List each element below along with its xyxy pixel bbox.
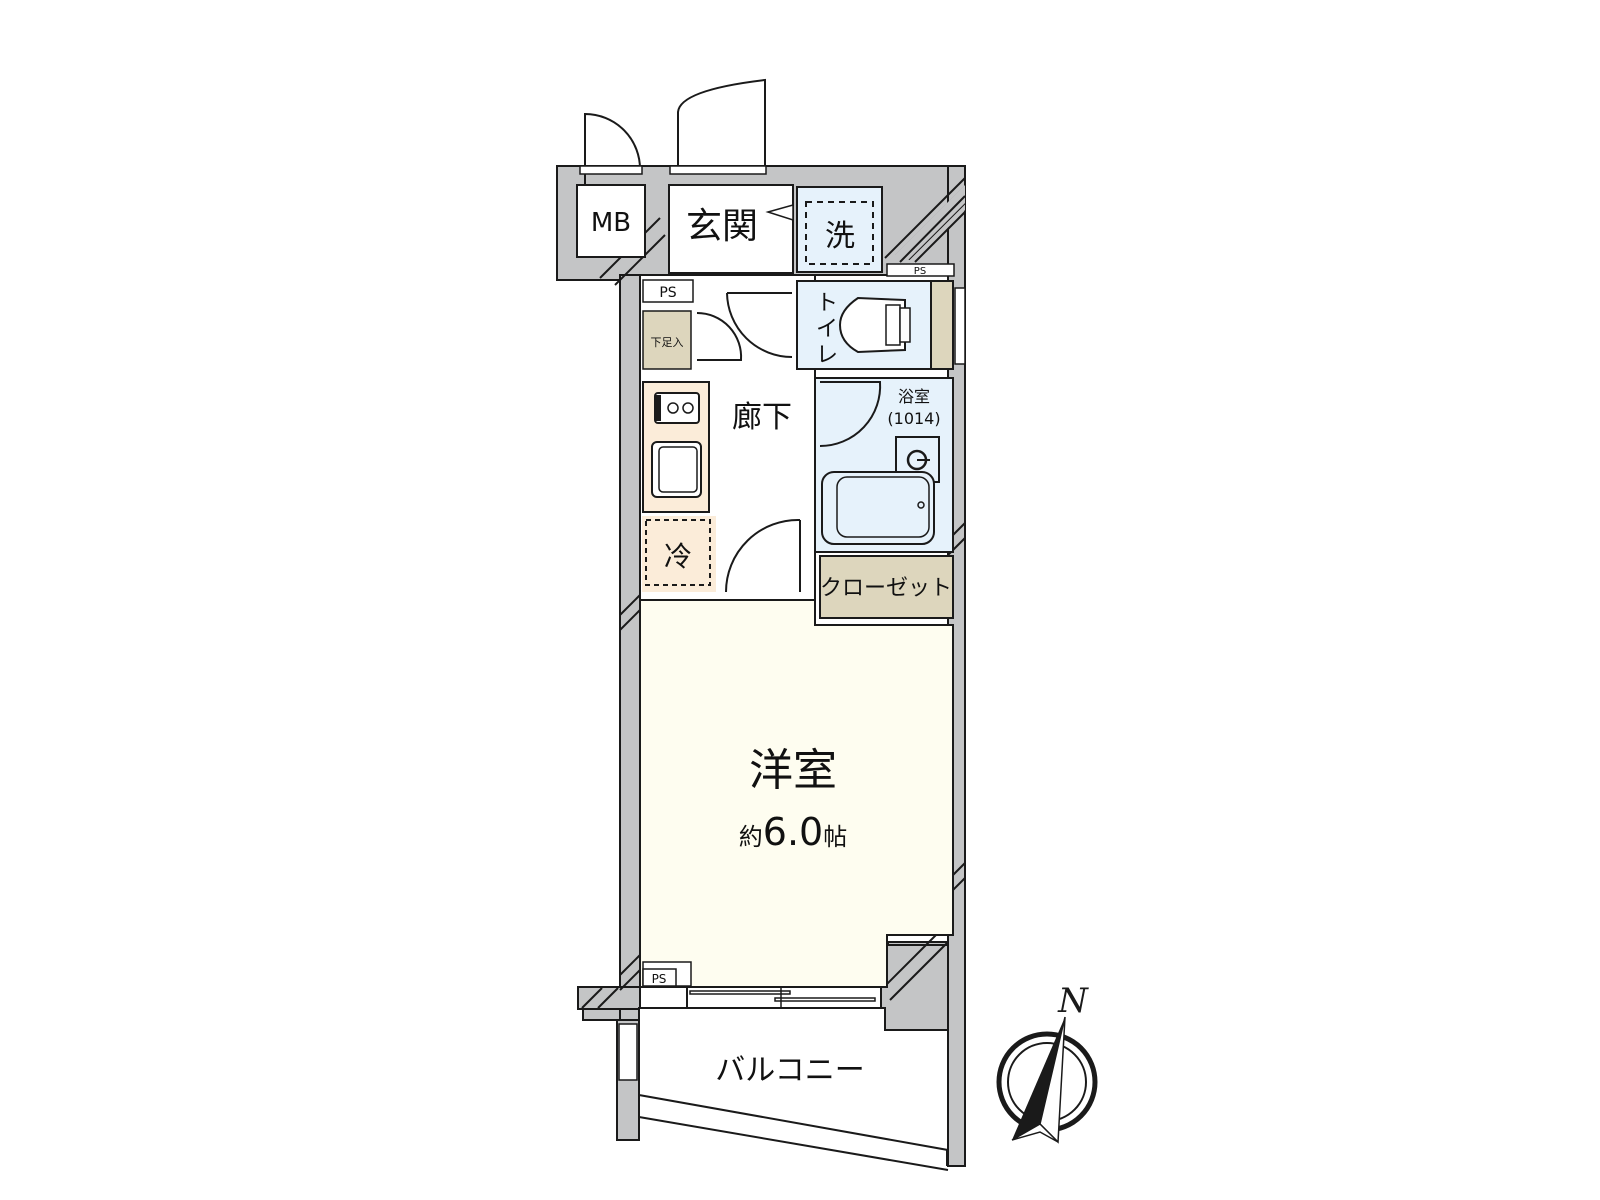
svg-text:下足入: 下足入 [651,336,684,349]
fridge-space: 冷 [642,516,716,592]
bathroom-door[interactable] [819,381,882,448]
pipe-space-bottom: PS [642,961,692,987]
svg-text:PS: PS [914,266,926,277]
bathtub-icon [821,471,935,545]
main-room-label: 洋室 [749,745,837,796]
toilet-door[interactable] [726,292,793,358]
stove-icon [654,392,700,424]
balcony: バルコニー [638,1007,949,1171]
washer-space: 洗 [796,186,883,273]
main-room-size: 約6.0帖 [739,810,847,854]
pipe-space-top-left: PS [642,279,694,303]
main-room-door[interactable] [725,518,801,593]
pipe-space-top-right: PS [886,263,955,277]
kitchen [642,381,710,513]
main-room-western: 洋室 約6.0帖 [639,599,954,988]
svg-text:PS: PS [659,285,676,301]
svg-text:PS: PS [652,972,667,986]
toilet-label-1: ト [816,291,838,316]
toilet-label-2: イ [816,317,838,342]
entrance-genkan: 玄関 [668,78,794,274]
washer-label: 洗 [825,219,855,254]
hallway-door[interactable] [696,311,743,361]
bathroom-size: (1014) [887,409,940,428]
meter-box-label: MB [591,208,631,238]
toilet-room: ト イ レ [796,280,966,370]
balcony-label: バルコニー [715,1053,864,1088]
genkan-label: 玄関 [686,206,758,247]
closet-label: クローゼット [820,576,952,601]
compass-north-icon: N [996,981,1098,1144]
bathroom: 浴室 (1014) [814,377,954,553]
fridge-label: 冷 [664,540,692,573]
balcony-sliding-door[interactable] [686,986,882,1009]
entrance-door[interactable] [680,80,770,166]
meter-box: MB [576,112,646,258]
shoe-cabinet: 下足入 [642,310,692,370]
toilet-label-3: レ [816,343,838,368]
bathroom-label: 浴室 [898,387,930,406]
compass-label: N [1057,981,1089,1021]
hallway-label: 廊下 [732,400,792,435]
sink-icon [651,441,702,498]
